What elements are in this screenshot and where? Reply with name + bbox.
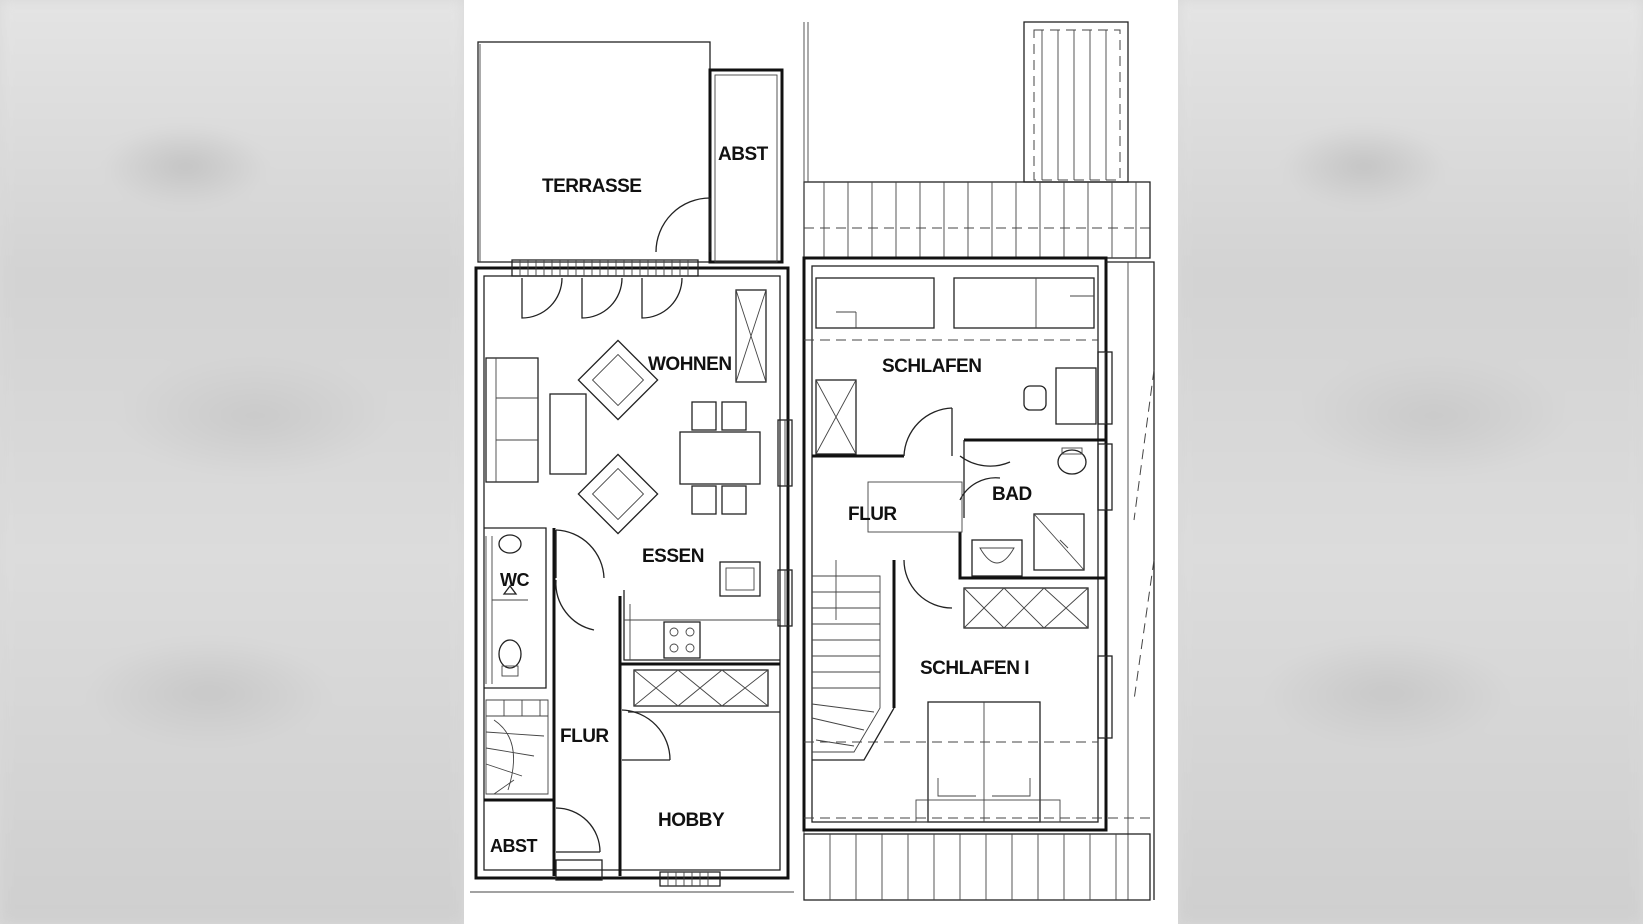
cooktop [663,621,701,659]
floor-plan-sheet: TERRASSE ABST WOHNEN ESSEN WC FLUR HOBBY… [464,0,1178,924]
room-label-upper-hall: FLUR [848,504,897,525]
bed-schlafen-left [815,277,935,329]
upper-floor-plan: SCHLAFEN FLUR BAD SCHLAFEN I [802,21,1155,901]
armchair-top [577,339,659,421]
floor-plan-drawing: TERRASSE ABST WOHNEN ESSEN WC FLUR HOBBY… [470,21,1155,901]
bed-schlafen-right [953,277,1095,329]
room-label-bedroom-1: SCHLAFEN I [920,658,1029,679]
storage-top-outline [708,68,784,264]
bath-shower [1033,513,1085,571]
blurred-background-right [1178,0,1643,924]
room-label-wc: WC [500,570,529,590]
dining-table [679,431,761,485]
kitchen-sink [719,561,761,597]
ground-floor-plan: TERRASSE ABST WOHNEN ESSEN WC FLUR HOBBY… [470,41,794,893]
blurred-background-left [0,0,464,924]
desk-chair [1023,385,1047,411]
room-label-living: WOHNEN [648,354,732,375]
desk [1055,367,1097,425]
coffee-table [549,393,587,475]
upper-floor-outer-wall [802,256,1108,832]
room-label-terrace: TERRASSE [542,176,641,197]
bath-sink [971,539,1023,577]
room-label-bedroom: SCHLAFEN [882,356,981,377]
room-label-hobby: HOBBY [658,810,725,831]
dormer-outline [1023,21,1129,183]
armchair-bottom [577,453,659,535]
room-label-storage-top: ABST [718,144,769,165]
room-label-dining: ESSEN [642,546,704,567]
storage-door-swing [655,197,711,253]
room-label-bath: BAD [992,484,1032,505]
terrace-outline [477,41,711,263]
bath-toilet [1057,449,1087,475]
ground-floor-staircase [485,699,549,795]
room-label-storage-bottom: ABST [490,836,538,856]
room-label-hall: FLUR [560,726,609,747]
sofa [485,357,539,483]
upper-floor-staircase [811,560,881,753]
